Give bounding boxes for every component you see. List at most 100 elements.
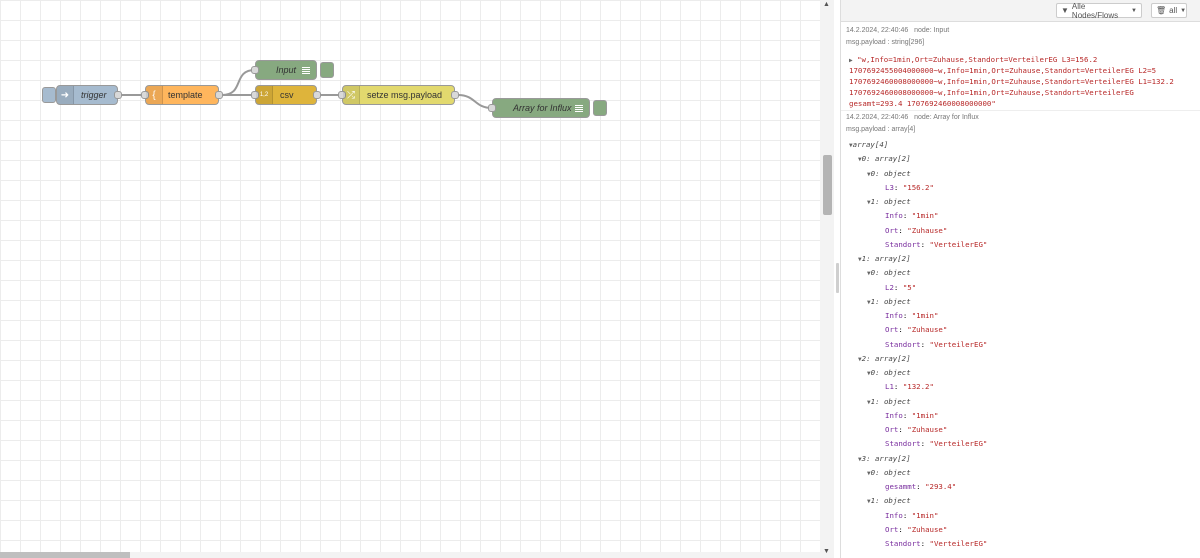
collapse-caret-icon[interactable]: ▼ [867, 398, 871, 406]
tree-node-row[interactable]: ▼1: object [867, 496, 911, 505]
filter-button[interactable]: ▼ Alle Nodes/Flows ▼ [1056, 2, 1142, 20]
trigger-inject-button[interactable] [42, 87, 56, 103]
wire-change-array[interactable] [457, 94, 493, 109]
tree-type: 1: object [870, 197, 911, 206]
scroll-down-icon[interactable]: ▼ [823, 548, 830, 555]
expand-caret-icon[interactable]: ▶ [849, 57, 853, 64]
tree-colon: : [916, 482, 926, 491]
tree-colon: : [902, 510, 912, 520]
tree-value: "1min" [911, 510, 939, 520]
tree-type: 1: object [870, 396, 911, 406]
collapse-caret-icon[interactable]: ▼ [858, 256, 862, 263]
tree-node-row[interactable]: ▼1: object [867, 397, 911, 406]
tree-property-row: gesammt: "293.4" [885, 482, 956, 491]
node-template[interactable]: { template [141, 85, 223, 105]
tree-node-row[interactable]: ▼0: object [867, 368, 911, 377]
sidebar-splitter[interactable] [836, 263, 839, 293]
collapse-caret-icon[interactable]: ▼ [858, 355, 862, 363]
collapse-caret-icon[interactable]: ▼ [867, 370, 871, 377]
node-change-input-port[interactable] [338, 91, 346, 99]
collapse-caret-icon[interactable]: ▼ [867, 199, 871, 206]
node-csv-label: csv [280, 90, 294, 100]
node-template-output-port[interactable] [215, 91, 223, 99]
scroll-up-icon[interactable]: ▲ [823, 1, 830, 8]
tree-key: Info [885, 211, 903, 221]
tree-colon: : [920, 439, 930, 449]
tree-node-row[interactable]: ▼0: object [867, 169, 911, 178]
message-node-link[interactable]: node: Array for Influx [914, 114, 979, 121]
node-input[interactable]: Input [251, 60, 317, 80]
node-change-output-port[interactable] [451, 91, 459, 99]
horizontal-scrollbar-thumb[interactable] [0, 552, 130, 558]
tree-property-row: Info: "1min" [885, 311, 938, 320]
tree-node-row[interactable]: ▼3: array[2] [858, 454, 911, 463]
tree-node-row[interactable]: ▼2: array[2] [858, 354, 911, 363]
tree-property-row: L2: "5" [885, 283, 916, 292]
collapse-caret-icon[interactable]: ▼ [867, 469, 871, 477]
clear-all-button[interactable]: 🗑 all ▼ [1151, 3, 1187, 18]
tree-node-row[interactable]: ▼0: object [867, 468, 911, 477]
tree-property-row: Standort: "VerteilerEG" [885, 539, 987, 548]
node-csv-input-port[interactable] [251, 91, 259, 99]
tree-node-row[interactable]: ▼0: object [867, 268, 911, 277]
collapse-caret-icon[interactable]: ▼ [858, 156, 862, 164]
node-trigger[interactable]: ➜ trigger [56, 85, 122, 105]
debug-list-icon [300, 64, 312, 76]
node-change-label: setze msg.payload [367, 90, 443, 100]
node-csv[interactable]: 1,2 csv [251, 85, 321, 105]
node-trigger-output-port[interactable] [114, 91, 122, 99]
template-brace-icon: { [146, 86, 163, 104]
node-array-for-influx[interactable]: Array for Influx [488, 98, 590, 118]
node-input-debug-toggle[interactable] [320, 62, 334, 78]
flow-workspace[interactable]: ➜ trigger { template Input 1,2 csv ⤮ set… [0, 0, 820, 558]
tree-type: 0: object [870, 368, 911, 377]
collapse-caret-icon[interactable]: ▼ [867, 298, 871, 306]
tree-key: Standort [885, 339, 921, 349]
message-node-link[interactable]: node: Input [914, 27, 950, 34]
message-timestamp: 14.2.2024, 22:40:46 [846, 114, 909, 121]
tree-value: "293.4" [925, 482, 957, 491]
tree-value: "Zuhause" [907, 425, 948, 434]
node-template-input-port[interactable] [141, 91, 149, 99]
message-meta: 14.2.2024, 22:40:46 node: Array for Infl… [846, 114, 979, 121]
tree-property-row: Info: "1min" [885, 511, 938, 520]
vertical-scrollbar[interactable] [820, 0, 834, 558]
tree-colon: : [920, 339, 930, 349]
tree-node-row[interactable]: ▼1: object [867, 297, 911, 306]
node-array-debug-toggle[interactable] [593, 100, 607, 116]
message-payload-line[interactable]: ▶ "w,Info=1min,Ort=Zuhause,Standort=Vert… [849, 55, 1098, 64]
collapse-caret-icon[interactable]: ▼ [849, 142, 853, 149]
arrow-right-icon: ➜ [57, 86, 74, 104]
tree-value: "132.2" [902, 382, 934, 392]
tree-colon: : [902, 311, 912, 320]
node-trigger-label: trigger [81, 90, 107, 100]
tree-node-row[interactable]: ▼array[4] [849, 140, 888, 149]
tree-value: "VerteilerEG" [929, 239, 988, 249]
vertical-scrollbar-thumb[interactable] [823, 155, 832, 215]
tree-key: L1 [885, 382, 894, 392]
message-payload-line: 1707692460008000000~w,Info=1min,Ort=Zuha… [849, 77, 1174, 86]
tree-key: Standort [885, 539, 921, 548]
collapse-caret-icon[interactable]: ▼ [867, 498, 871, 506]
node-input-label: Input [276, 65, 297, 75]
node-array-input-port[interactable] [488, 104, 496, 112]
collapse-caret-icon[interactable]: ▼ [867, 170, 871, 178]
tree-value: "VerteilerEG" [929, 339, 988, 349]
tree-type: 1: array[2] [861, 254, 911, 263]
wire-template-input[interactable] [221, 69, 256, 96]
trash-icon: 🗑 [1156, 6, 1167, 15]
node-csv-output-port[interactable] [313, 91, 321, 99]
tree-node-row[interactable]: ▼0: array[2] [858, 154, 911, 163]
tree-node-row[interactable]: ▼1: array[2] [858, 254, 911, 263]
node-template-label: template [168, 90, 203, 100]
collapse-caret-icon[interactable]: ▼ [858, 455, 862, 463]
debug-sidebar: ▼ Alle Nodes/Flows ▼ 🗑 all ▼ 14.2.2024, … [840, 0, 1200, 558]
debug-toolbar: ▼ Alle Nodes/Flows ▼ 🗑 all ▼ [841, 0, 1200, 22]
tree-node-row[interactable]: ▼1: object [867, 197, 911, 206]
node-input-input-port[interactable] [251, 66, 259, 74]
tree-property-row: Ort: "Zuhause" [885, 425, 947, 434]
horizontal-scrollbar[interactable] [0, 552, 820, 558]
collapse-caret-icon[interactable]: ▼ [867, 270, 871, 278]
tree-property-row: Standort: "VerteilerEG" [885, 340, 987, 349]
node-change[interactable]: ⤮ setze msg.payload [338, 85, 459, 105]
